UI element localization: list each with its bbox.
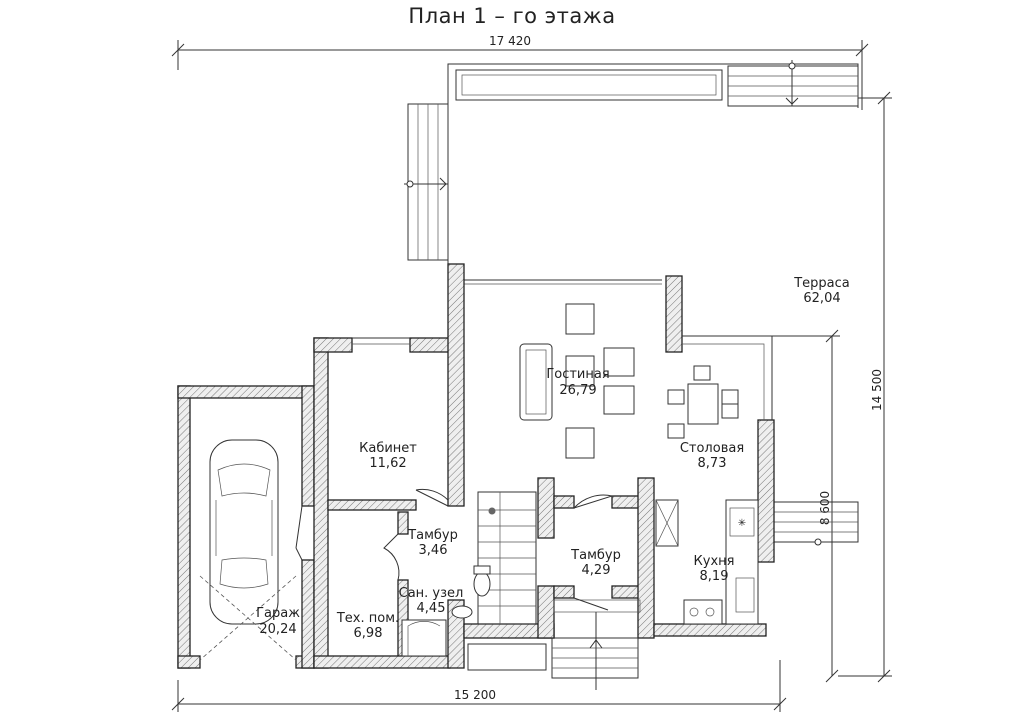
svg-text:Гостиная: Гостиная <box>546 367 609 382</box>
svg-text:8,73: 8,73 <box>698 456 727 471</box>
room-label-vestibule-1: Тамбур 3,46 <box>407 528 458 558</box>
dimension-top-label: 17 420 <box>489 34 531 48</box>
garage-door-swing-2 <box>199 575 297 661</box>
stairs <box>477 491 537 625</box>
terrace-outline <box>447 63 859 285</box>
svg-text:Кабинет: Кабинет <box>359 441 417 456</box>
svg-text:4,29: 4,29 <box>582 563 611 578</box>
room-label-dining: Столовая 8,73 <box>680 441 744 471</box>
terrace-steps-right <box>771 501 859 546</box>
dimension-bottom: 15 200 <box>171 660 787 712</box>
house-walls <box>177 263 775 669</box>
room-label-tech-room: Тех. пом. 6,98 <box>336 611 399 641</box>
svg-text:11,62: 11,62 <box>369 456 406 471</box>
svg-text:20,24: 20,24 <box>259 622 296 637</box>
svg-text:Столовая: Столовая <box>680 441 744 456</box>
room-label-garage: Гараж 20,24 <box>256 606 300 637</box>
svg-text:3,46: 3,46 <box>419 543 448 558</box>
room-label-terrace: Терраса 62,04 <box>793 276 850 306</box>
svg-text:Тех. пом.: Тех. пом. <box>336 611 399 626</box>
svg-text:62,04: 62,04 <box>803 291 840 306</box>
svg-text:8,19: 8,19 <box>700 569 729 584</box>
terrace-steps-top <box>727 60 859 107</box>
doors <box>295 337 614 611</box>
dimension-right-label: 14 500 <box>870 369 884 411</box>
room-label-office: Кабинет 11,62 <box>359 441 417 471</box>
entrance-steps <box>467 612 639 690</box>
svg-text:6,98: 6,98 <box>354 626 383 641</box>
svg-text:Сан. узел: Сан. узел <box>399 586 464 601</box>
svg-text:✳: ✳ <box>738 518 746 529</box>
svg-text:Терраса: Терраса <box>793 276 850 291</box>
room-label-bathroom: Сан. узел 4,45 <box>399 586 464 616</box>
plan-title: План 1 – го этажа <box>408 4 616 28</box>
dimension-right-inner: 8 600 <box>770 329 840 683</box>
svg-text:Гараж: Гараж <box>256 606 300 621</box>
svg-text:Кухня: Кухня <box>694 554 735 569</box>
living-furniture <box>519 303 635 459</box>
terrace-steps-left <box>404 103 449 261</box>
dining-table <box>667 365 739 439</box>
dimension-right-inner-label: 8 600 <box>818 491 832 525</box>
dimension-right: 14 500 <box>838 91 892 683</box>
room-label-vestibule-2: Тамбур 4,29 <box>570 548 621 578</box>
svg-text:Тамбур: Тамбур <box>570 548 621 563</box>
dimension-bottom-label: 15 200 <box>454 688 496 702</box>
room-label-living: Гостиная 26,79 <box>546 367 609 398</box>
car-icon <box>209 439 279 625</box>
svg-text:26,79: 26,79 <box>559 383 596 398</box>
svg-text:4,45: 4,45 <box>417 601 446 616</box>
kitchen-units: ✳ <box>655 499 759 625</box>
dimension-top: 17 420 <box>171 34 869 110</box>
svg-text:Тамбур: Тамбур <box>407 528 458 543</box>
room-label-kitchen: Кухня 8,19 <box>694 554 735 584</box>
sanitary-fixtures <box>401 565 491 657</box>
